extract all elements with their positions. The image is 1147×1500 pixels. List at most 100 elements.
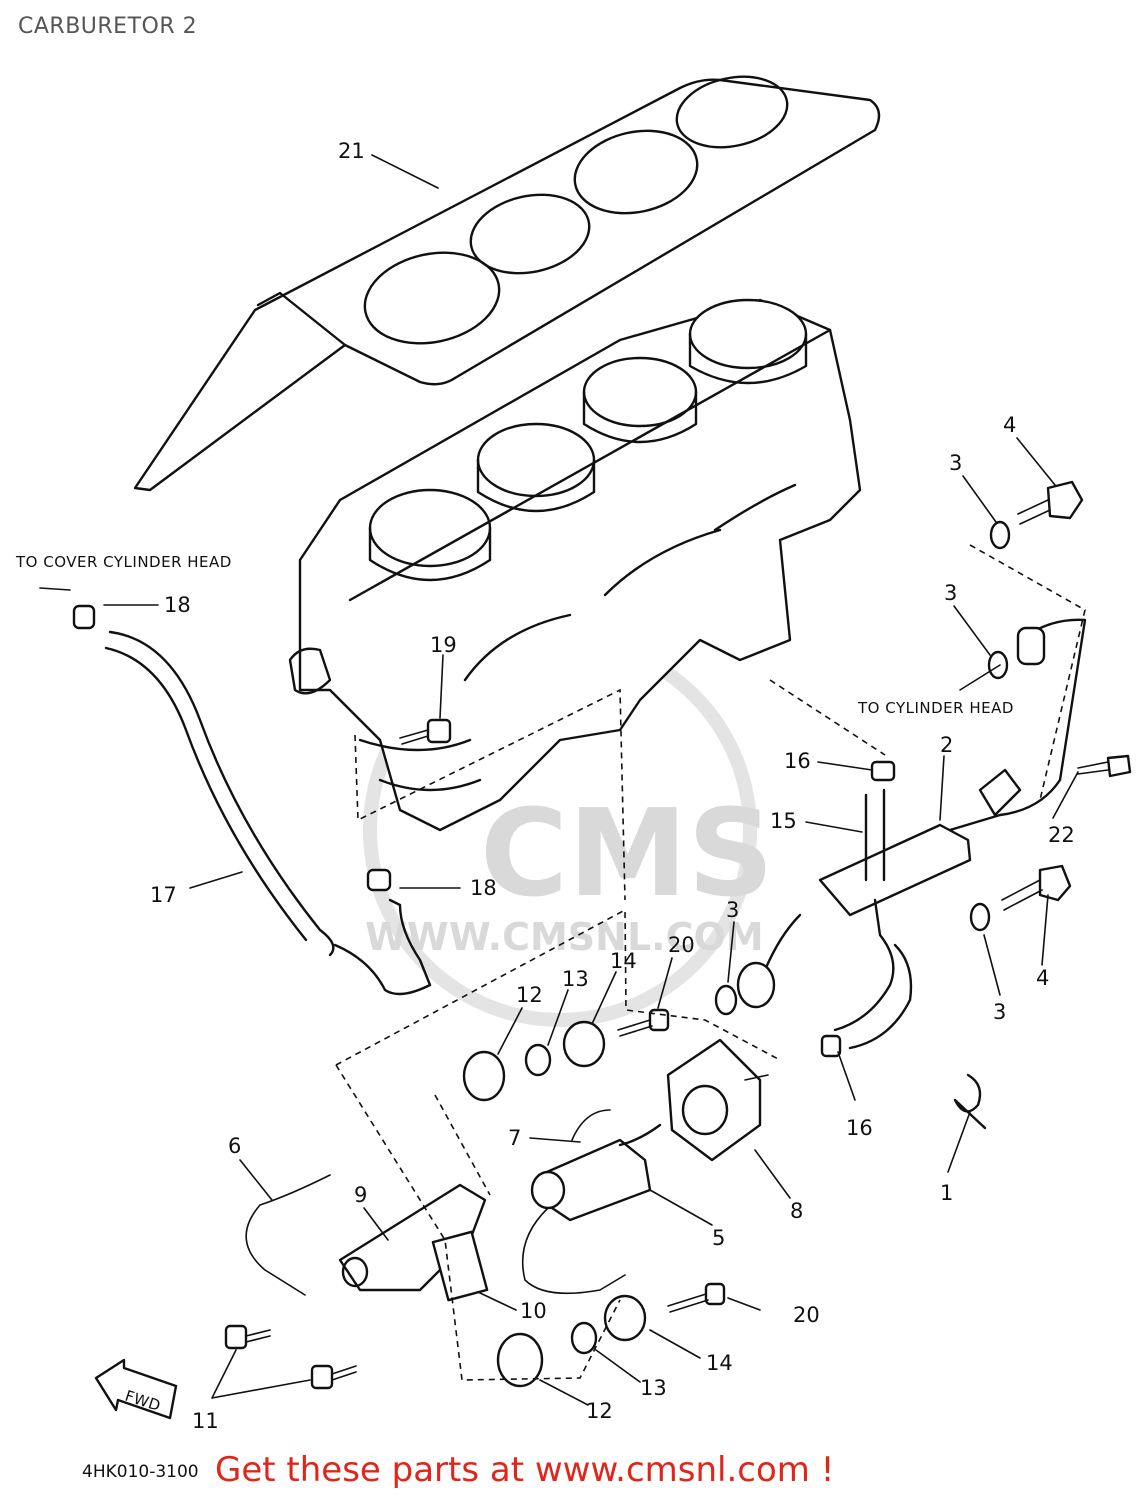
washer-3-top	[989, 520, 1011, 550]
callout-22: 22	[1048, 823, 1075, 847]
callout-2: 2	[940, 733, 953, 757]
leader-20b	[727, 1297, 761, 1311]
callout-14-upper: 14	[610, 949, 637, 973]
callout-18-top: 18	[164, 593, 191, 617]
watermark-url: WWW.CMSNL.COM	[365, 915, 764, 959]
housing-8-pin	[744, 1074, 769, 1081]
carburetor-bank	[288, 298, 862, 832]
hose-17-outer	[108, 630, 335, 957]
arrow-to-cover	[39, 587, 71, 591]
carburetor-1-body	[368, 526, 492, 582]
carburetor-2-body	[476, 458, 596, 513]
screw-11-a	[224, 1324, 248, 1350]
carburetor-float-bowls	[358, 738, 482, 792]
sensor-5-face	[530, 1170, 566, 1210]
carburetor-3-body	[582, 390, 698, 444]
callout-18-bottom: 18	[470, 876, 497, 900]
carburetor-4-top	[688, 298, 808, 370]
leader-4b	[1041, 894, 1049, 966]
note-to-cylinder-head: TO CYLINDER HEAD	[857, 699, 1014, 717]
leader-7	[529, 1137, 581, 1143]
part-19-screw	[399, 718, 452, 745]
screw-19-thread	[399, 729, 429, 745]
callout-3-lower-right: 3	[993, 1000, 1006, 1024]
callout-4-top: 4	[1003, 413, 1016, 437]
callout-5: 5	[712, 1226, 725, 1250]
lead-6	[245, 1174, 331, 1296]
part-9-bracket	[338, 1183, 489, 1302]
screw-20-lower-thread	[667, 1293, 709, 1313]
bolt-22-thread	[1077, 761, 1109, 775]
callout-7: 7	[508, 1126, 521, 1150]
lead-7	[571, 1109, 611, 1141]
part-15-hose	[820, 760, 913, 1058]
heat-shield-hole-2	[469, 193, 591, 275]
leader-22	[1052, 771, 1079, 819]
pipe-2-fitting	[1016, 626, 1046, 666]
housing-8-body	[666, 1038, 762, 1162]
alignment-lines	[335, 544, 1086, 1381]
dash-carb-left	[354, 688, 626, 901]
leader-14b	[649, 1329, 701, 1359]
carburetor-linkage-rail	[348, 328, 832, 602]
damper-12-upper	[462, 1050, 506, 1102]
carburetor-2-top	[476, 422, 596, 498]
washer-3-mid	[987, 650, 1009, 680]
dash-to-clip	[769, 679, 886, 756]
callout-16-top: 16	[784, 749, 811, 773]
watermark: CMS WWW.CMSNL.COM	[363, 633, 774, 1027]
dash-lower-left	[335, 1064, 621, 1381]
screw-20-upper-thread	[617, 1019, 653, 1037]
heat-shield-fold	[256, 291, 347, 347]
leader-16b	[837, 1051, 856, 1101]
callout-3-top: 3	[949, 451, 962, 475]
leader-19	[439, 654, 444, 719]
hose-17-inner	[104, 646, 308, 942]
collar-13-upper	[524, 1043, 552, 1077]
leader-10	[477, 1291, 517, 1311]
leader-20a	[657, 957, 673, 1009]
part-17-hose	[104, 630, 432, 996]
callout-13-lower: 13	[640, 1376, 667, 1400]
carburetor-4-body	[688, 332, 808, 385]
washer-3-lower-right	[969, 902, 991, 932]
part-5-sensor	[521, 1109, 662, 1295]
leader-16a	[817, 761, 873, 771]
dash-bracket-link	[434, 1094, 491, 1196]
part-2-pipe	[736, 618, 1087, 1009]
pipe-2-lower	[763, 913, 802, 972]
clip-16-top	[870, 760, 896, 782]
callout-10: 10	[520, 1299, 547, 1323]
leader-8	[754, 1149, 791, 1199]
heat-shield-hole-1	[363, 251, 501, 345]
hose-15-upper	[864, 788, 886, 882]
part-11-screws	[224, 1324, 357, 1390]
bolt-washer-lower	[714, 864, 1072, 1016]
part-21-heat-shield	[133, 75, 881, 492]
leader-lines	[39, 154, 1079, 1406]
callout-14-lower: 14	[706, 1351, 733, 1375]
leader-3c	[727, 921, 735, 983]
page-title: CARBURETOR 2	[18, 14, 198, 39]
sensor-5-shaft	[618, 1123, 662, 1147]
pipe-2-sleeve	[818, 823, 972, 917]
note-to-cover-cylinder-head: TO COVER CYLINDER HEAD	[15, 553, 232, 571]
leader-17	[189, 871, 243, 889]
footer-promo-text: Get these parts at www.cmsnl.com !	[215, 1450, 835, 1490]
leader-3d	[983, 934, 1001, 996]
leader-3a	[962, 475, 997, 523]
pipe-2-upper	[948, 618, 1087, 832]
callout-8: 8	[790, 1199, 803, 1223]
leader-13b	[595, 1349, 641, 1383]
washer-14-lower	[603, 1294, 647, 1342]
callout-1: 1	[940, 1181, 953, 1205]
bolt-4-top-thread	[1017, 499, 1051, 525]
callout-11: 11	[192, 1409, 219, 1433]
leader-3b	[953, 605, 991, 656]
callout-6: 6	[228, 1134, 241, 1158]
leader-21	[371, 154, 439, 189]
bolt-4-top-head	[1046, 480, 1084, 520]
carburetor-idle-knob	[288, 647, 332, 695]
dash-right-bracket	[969, 544, 1086, 801]
